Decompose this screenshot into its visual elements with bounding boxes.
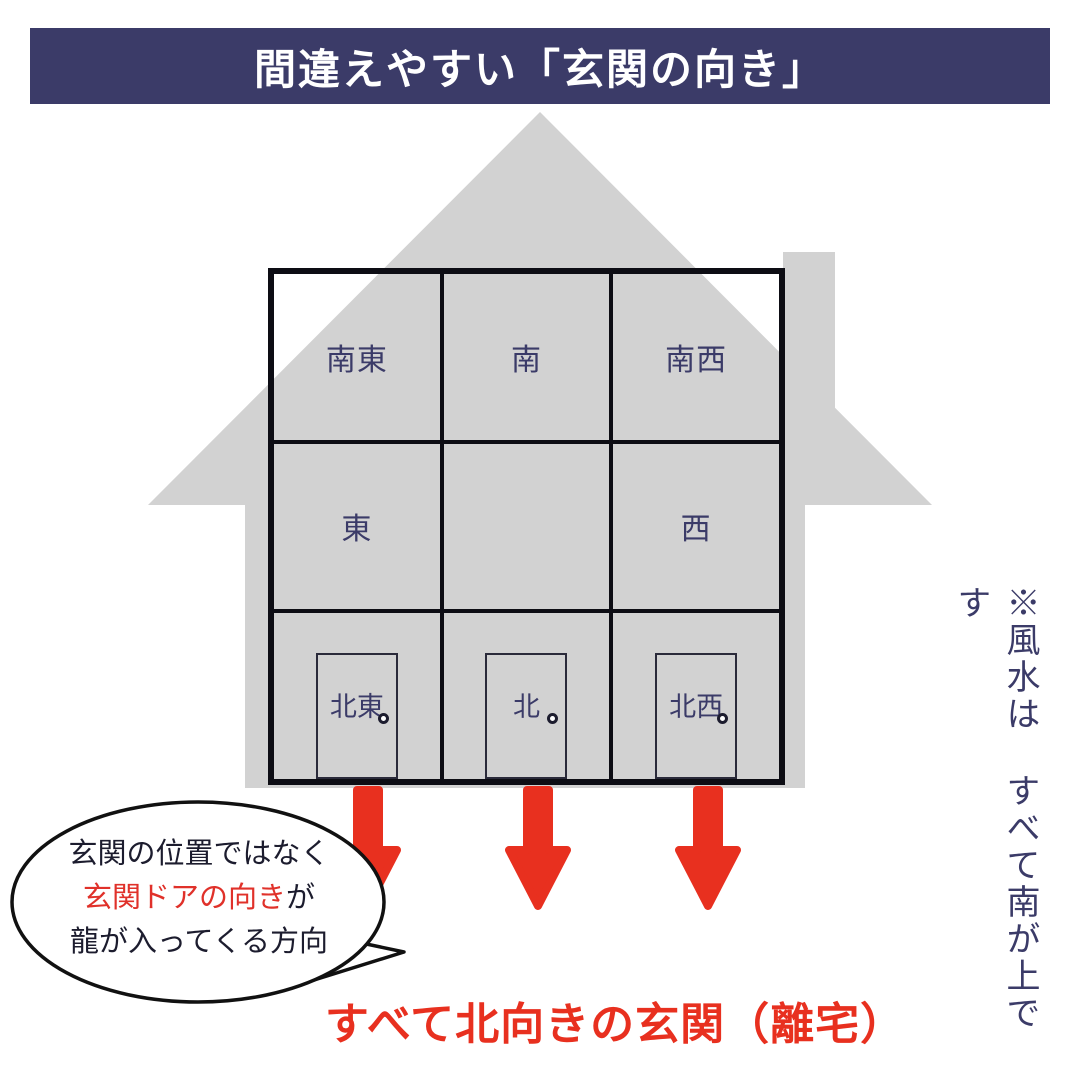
door-label-northwest: 北西 bbox=[669, 692, 724, 722]
cell-southeast: 南東 bbox=[272, 272, 442, 442]
cell-northeast: 北東 bbox=[272, 611, 442, 781]
header-banner: 間違えやすい「玄関の向き」 bbox=[30, 28, 1050, 104]
cell-label-east: 東 bbox=[341, 513, 373, 547]
bubble-line-2: 玄関ドアの向きが bbox=[25, 876, 373, 920]
speech-bubble-text: 玄関の位置ではなく 玄関ドアの向きが 龍が入ってくる方向 bbox=[25, 832, 373, 964]
doorknob-icon bbox=[377, 713, 389, 724]
door-north: 北 bbox=[485, 653, 568, 779]
cell-east: 東 bbox=[272, 441, 442, 612]
cell-south: 南 bbox=[441, 272, 612, 442]
bubble-line-2-suffix: が bbox=[286, 882, 316, 914]
doorknob-icon bbox=[547, 713, 559, 724]
door-northeast: 北東 bbox=[315, 653, 398, 779]
bottom-caption: すべて北向きの玄関（離宅） bbox=[324, 1000, 906, 1049]
cell-label-southeast: 南東 bbox=[325, 343, 388, 377]
direction-grid: 南東 南 南西 東 西 北東 北 北西 bbox=[268, 268, 785, 785]
page-title: 間違えやすい「玄関の向き」 bbox=[253, 45, 826, 93]
door-label-north: 北 bbox=[512, 692, 540, 722]
side-note-vertical: ※風水は すべて南が上です bbox=[952, 585, 1038, 1032]
doorknob-icon bbox=[717, 713, 729, 724]
cell-southwest: 南西 bbox=[611, 272, 781, 442]
cell-label-west: 西 bbox=[680, 513, 712, 547]
cell-west: 西 bbox=[611, 441, 781, 612]
cell-center bbox=[441, 441, 612, 612]
door-northwest: 北西 bbox=[655, 653, 738, 779]
cell-north: 北 bbox=[441, 611, 612, 781]
bubble-line-1: 玄関の位置ではなく bbox=[68, 838, 330, 870]
bubble-line-3: 龍が入ってくる方向 bbox=[69, 926, 329, 958]
cell-label-southwest: 南西 bbox=[665, 343, 728, 377]
cell-northwest: 北西 bbox=[611, 611, 781, 781]
cell-label-south: 南 bbox=[510, 343, 542, 377]
bubble-line-2-red: 玄関ドアの向き bbox=[82, 882, 286, 914]
door-label-northeast: 北東 bbox=[329, 692, 384, 722]
